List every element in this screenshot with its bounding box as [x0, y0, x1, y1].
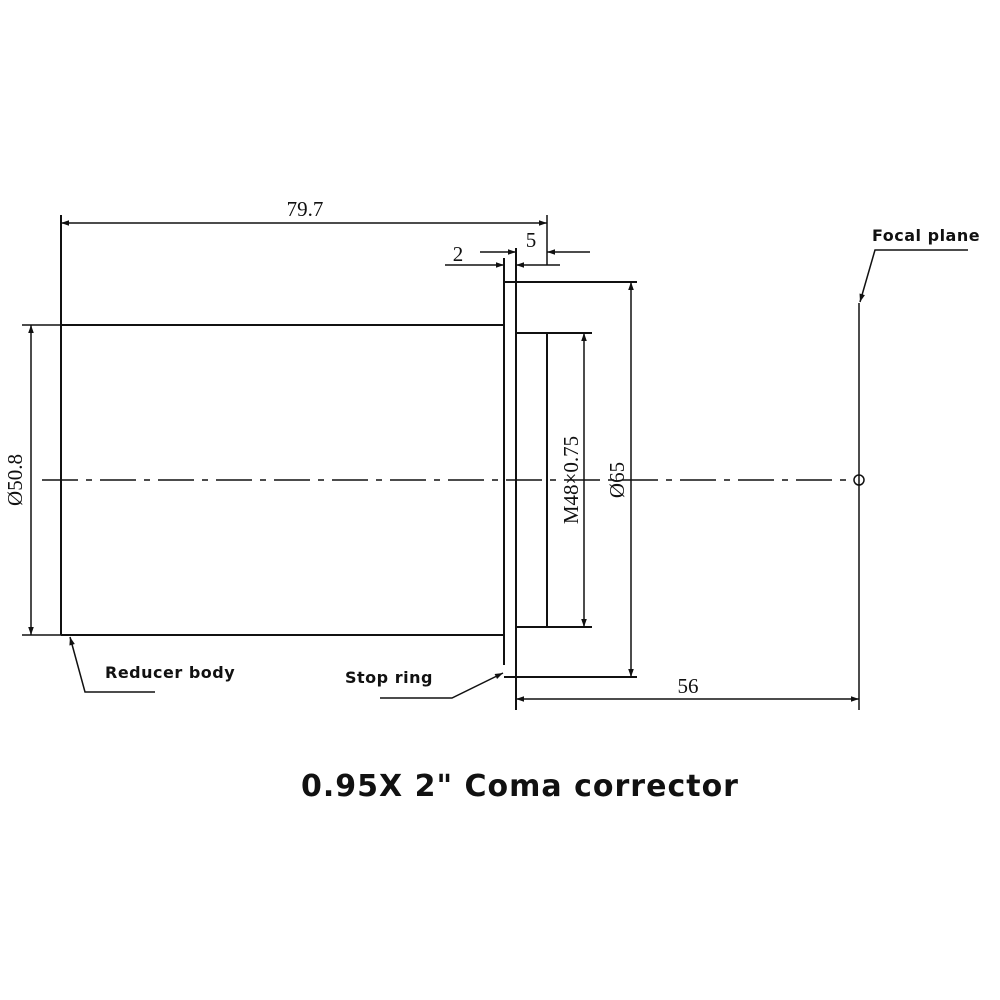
dim-body-diameter: Ø50.8 — [3, 454, 27, 506]
leader-focal-plane — [859, 249, 968, 303]
reducer-body-outline — [60, 215, 504, 636]
label-focal-plane: Focal plane — [872, 226, 980, 245]
leader-reducer-body — [69, 636, 155, 693]
dim-overall-length: 79.7 — [287, 197, 324, 221]
dim-back-focus: 56 — [678, 674, 699, 698]
drawing-title: 0.95X 2" Coma corrector — [301, 769, 739, 804]
label-stop-ring: Stop ring — [345, 668, 433, 687]
dim-thread: M48×0.75 — [559, 436, 583, 524]
thread-outline — [516, 332, 592, 628]
label-reducer-body: Reducer body — [105, 663, 235, 682]
stop-ring-outline — [503, 248, 637, 710]
dim-flange-diameter: Ø65 — [605, 462, 629, 498]
dim-flange-offset: 5 — [526, 228, 537, 252]
dim-stop-ring-thickness: 2 — [453, 242, 464, 266]
leader-stop-ring — [380, 672, 504, 699]
